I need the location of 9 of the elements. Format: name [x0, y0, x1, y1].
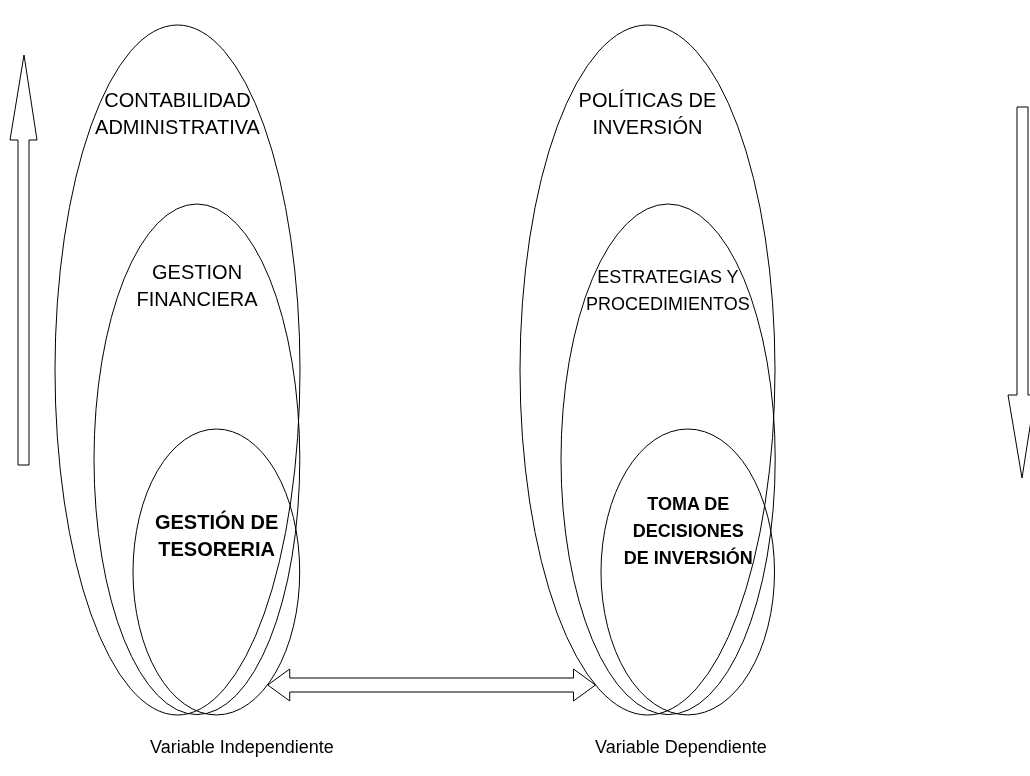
ellipse-label: POLÍTICAS DE INVERSIÓN [577, 88, 718, 140]
double-arrow [267, 668, 596, 702]
ellipse-label: GESTION FINANCIERA [135, 260, 259, 313]
ellipse-label: GESTIÓN DE TESORERIA [153, 509, 280, 563]
ellipse-label: ESTRATEGIAS Y PROCEDIMIENTOS [585, 266, 751, 317]
ellipse-label: TOMA DE DECISIONES DE INVERSIÓN [623, 493, 754, 571]
caption-text: Variable Dependiente [595, 737, 767, 758]
ellipse-label: CONTABILIDAD ADMINISTRATIVA [94, 88, 261, 140]
caption-text: Variable Independiente [150, 737, 334, 758]
